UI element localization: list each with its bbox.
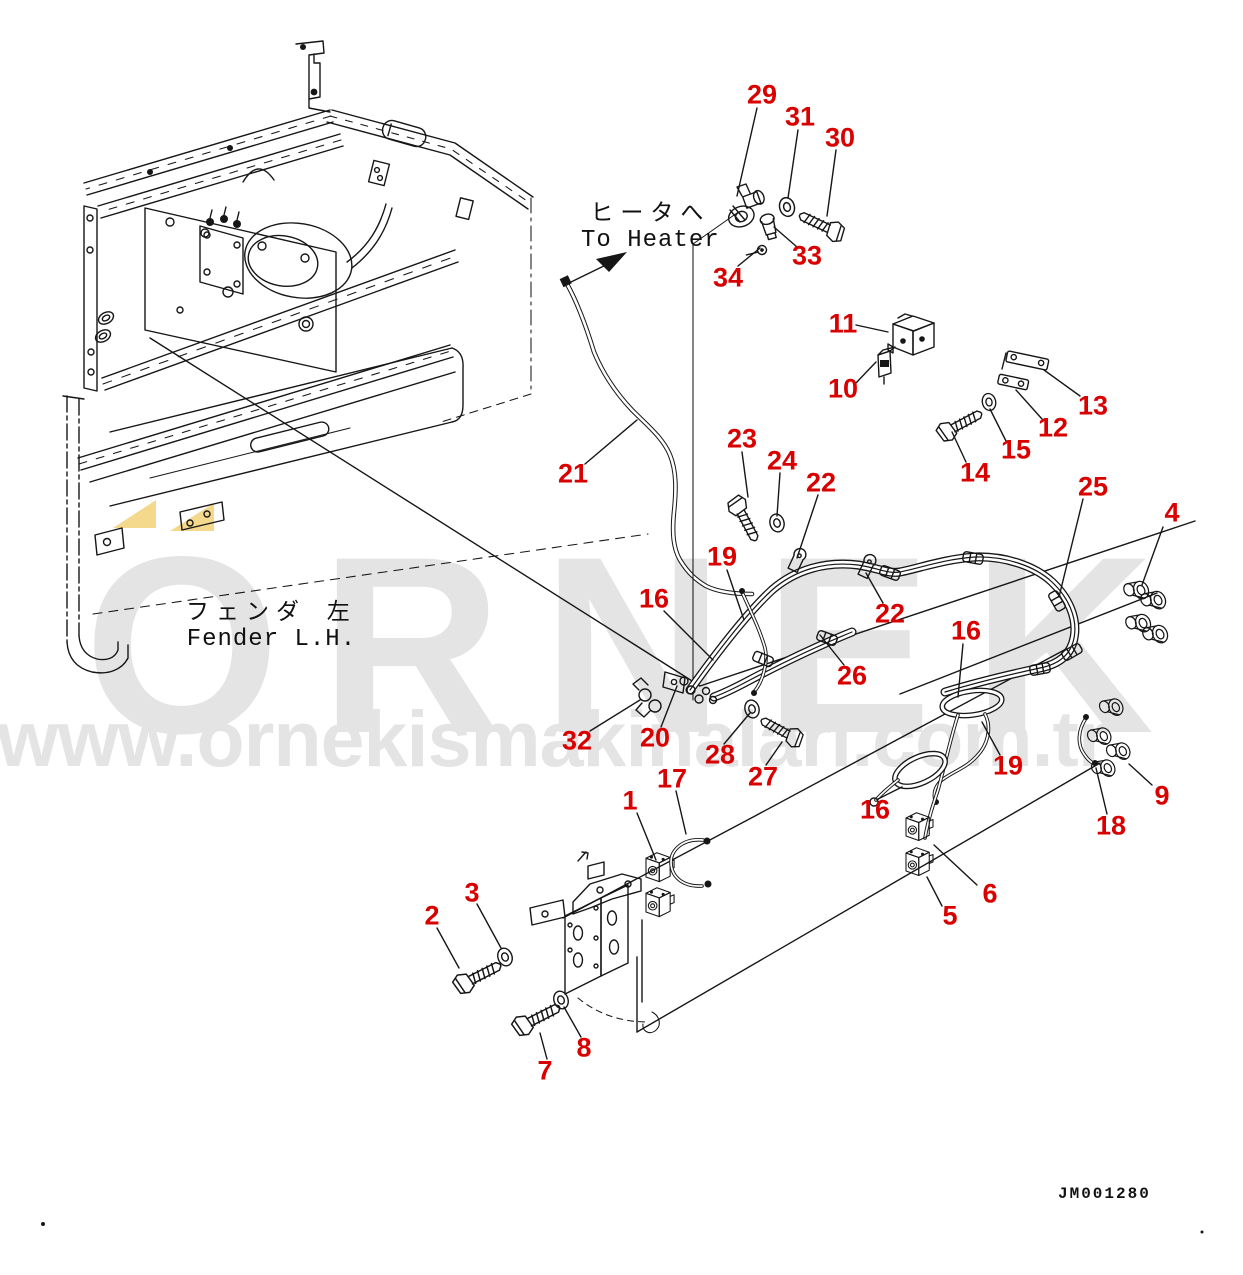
to-heater-label-en: To Heater (581, 227, 720, 254)
part-number-label: 19 (992, 750, 1024, 781)
part-number-label: 10 (827, 373, 859, 404)
scan-dot (1200, 1230, 1204, 1234)
part-number-label: 12 (1037, 412, 1069, 443)
part-number-label: 27 (747, 761, 779, 792)
part-number-label: 22 (874, 598, 906, 629)
part-number-label: 13 (1077, 390, 1109, 421)
heater-hose (559, 252, 755, 597)
watermark-url: www.ornekismakinalari.com.tr (0, 694, 1109, 783)
part-number-label: 34 (712, 262, 744, 293)
part-number-label: 15 (1000, 434, 1032, 465)
part-number-label: 33 (791, 240, 823, 271)
part-number-label: 17 (656, 763, 688, 794)
fender-note: フェンダ 左 Fender L.H. (186, 592, 357, 653)
reference-line-vertical (692, 212, 738, 701)
part-number-label: 16 (950, 615, 982, 646)
to-heater-label-jp: ヒータへ (590, 201, 711, 227)
part-number-label: 3 (464, 877, 480, 908)
part-number-label: 6 (982, 878, 998, 909)
part-number-label: 19 (706, 541, 738, 572)
part-number-label: 11 (828, 308, 858, 339)
part-number-label: 25 (1077, 471, 1109, 502)
part-number-label: 14 (959, 457, 991, 488)
part-number-label: 5 (942, 900, 958, 931)
part-number-label: 31 (784, 101, 816, 132)
part-number-label: 16 (638, 583, 670, 614)
part-number-label: 9 (1154, 780, 1170, 811)
part-number-label: 4 (1164, 497, 1180, 528)
part-number-label: 24 (766, 445, 798, 476)
part-number-label: 20 (639, 722, 671, 753)
part-number-label: 23 (726, 423, 758, 454)
part-number-label: 30 (824, 122, 856, 153)
part-number-label: 32 (561, 725, 593, 756)
part-number-label: 18 (1095, 810, 1127, 841)
fender-frame-drawing (62, 40, 649, 674)
part-number-label: 29 (746, 79, 778, 110)
part-number-label: 7 (537, 1055, 553, 1086)
part-number-label: 2 (424, 900, 440, 931)
fender-label-jp: フェンダ 左 (186, 600, 357, 626)
part-number-label: 1 (622, 785, 638, 816)
heater-fitting-group (727, 183, 849, 256)
part-number-label: 22 (805, 467, 837, 498)
part-number-label: 16 (859, 794, 891, 825)
fender-label-en: Fender L.H. (186, 626, 357, 653)
scan-dot (41, 1222, 45, 1226)
leader-lines (436, 107, 1164, 1060)
valve-mount-group (450, 812, 934, 1040)
to-heater-note: ヒータへ To Heater (581, 193, 720, 254)
part-number-label: 28 (704, 739, 736, 770)
relay-bracket-group (877, 313, 1050, 446)
part-number-label: 21 (557, 458, 589, 489)
drawing-number: JM001280 (1058, 1185, 1151, 1203)
part-number-label: 26 (836, 660, 868, 691)
part-number-label: 8 (576, 1032, 592, 1063)
